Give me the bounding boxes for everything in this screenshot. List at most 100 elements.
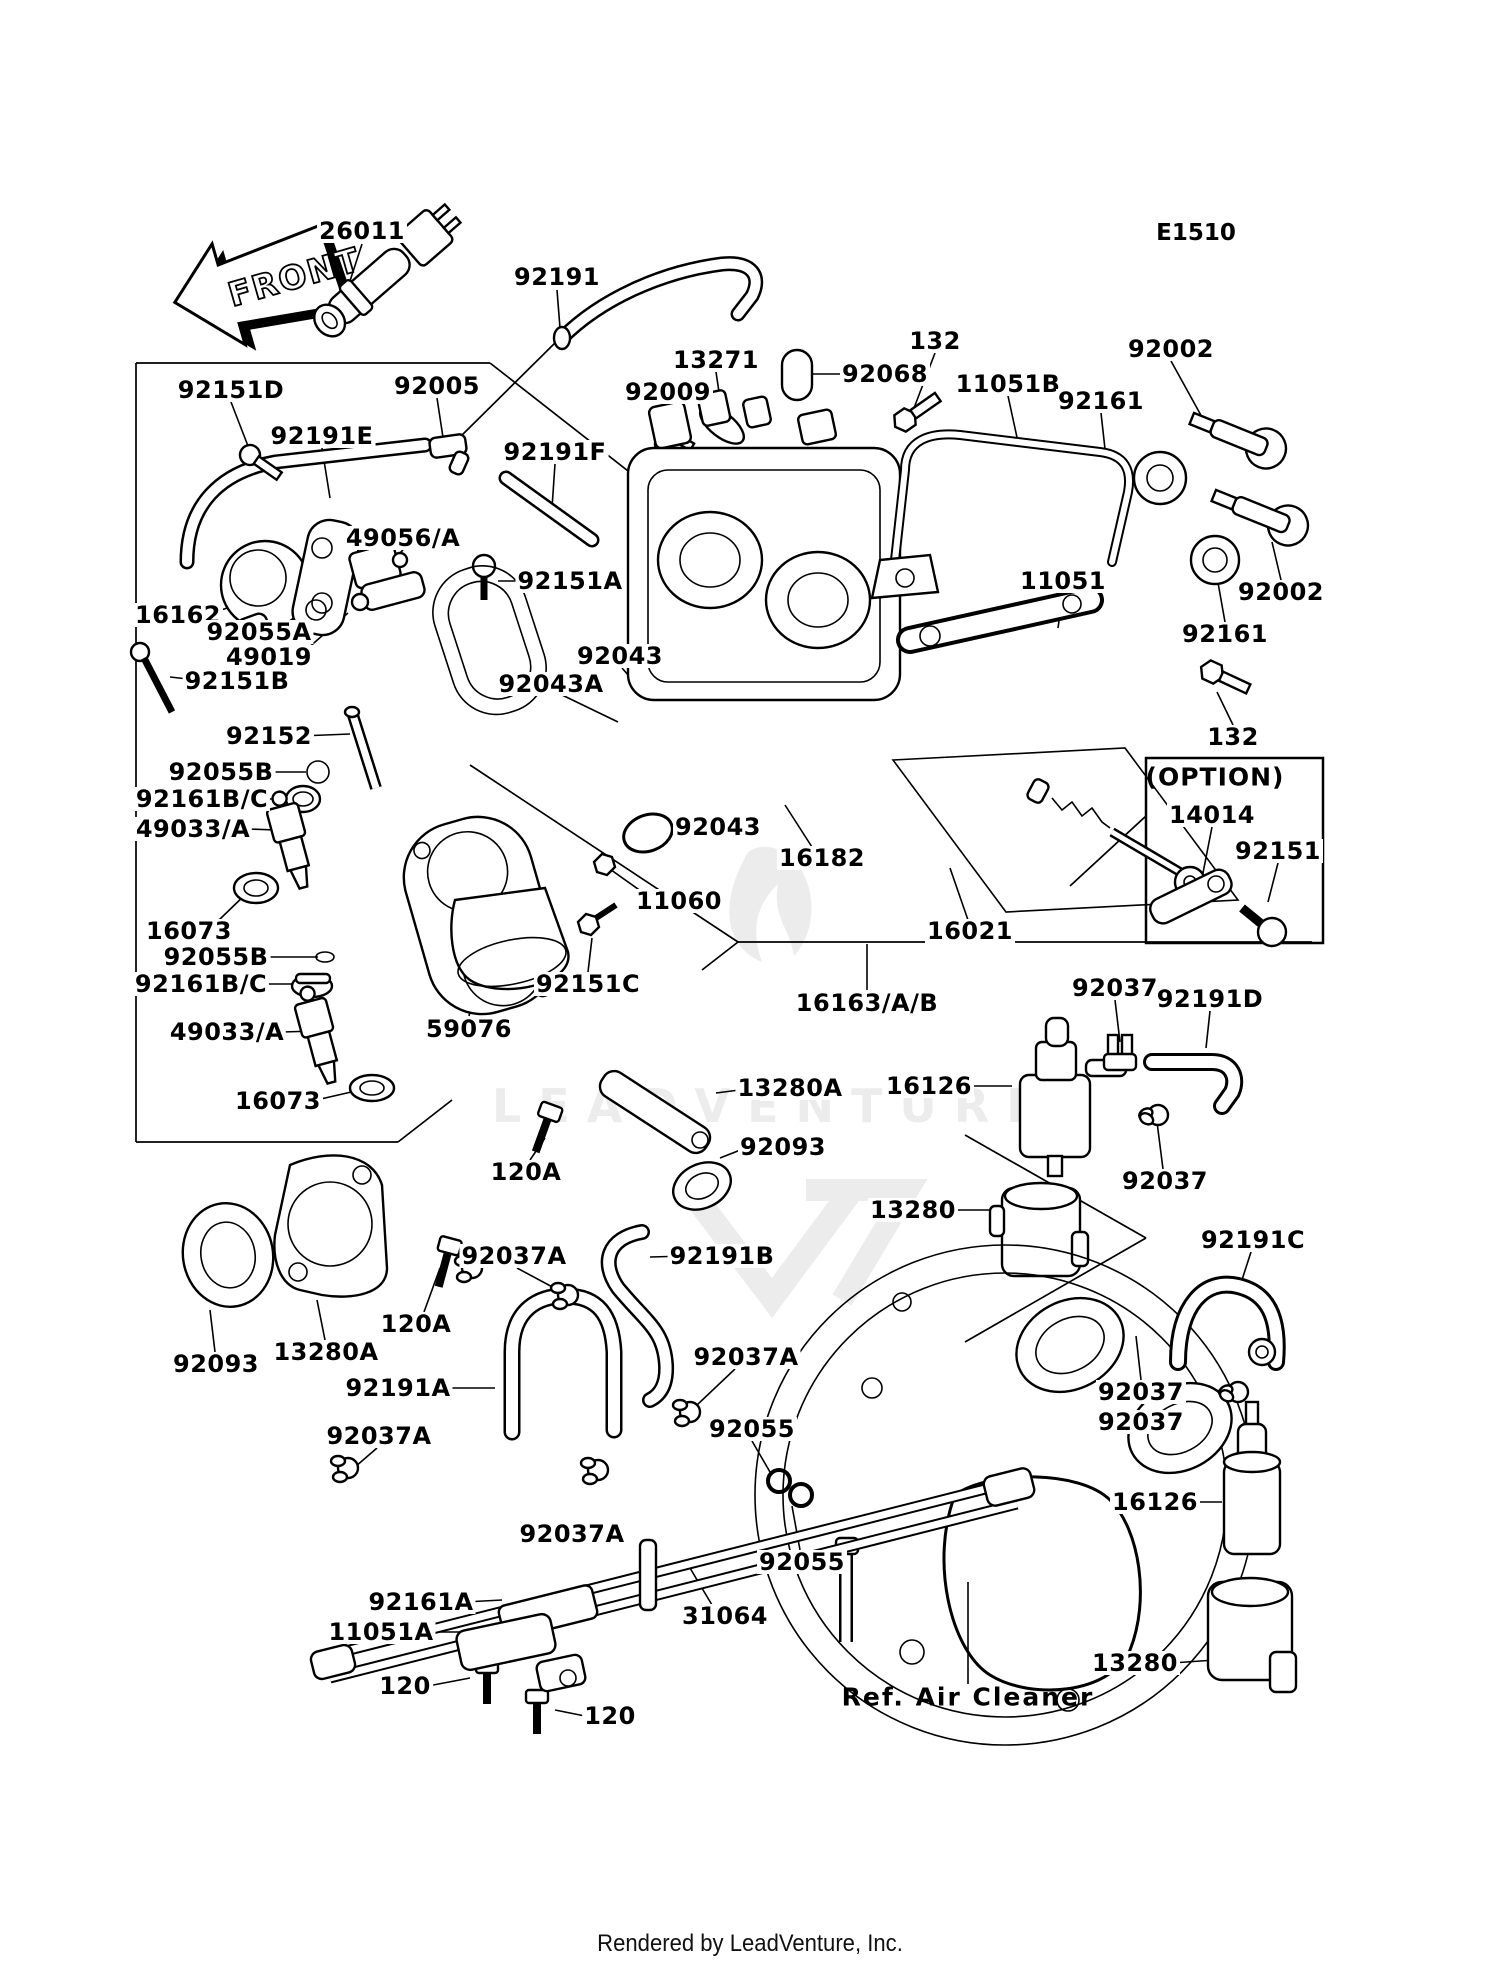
part-label-92043: 92043: [575, 642, 665, 670]
part-label-16021: 16021: [925, 917, 1015, 945]
part-label-49056-a: 49056/A: [343, 524, 463, 552]
hose-92191F-art: [498, 470, 600, 548]
part-label-16182: 16182: [777, 844, 867, 872]
part-label-13280: 13280: [868, 1196, 958, 1224]
part-label-92191d: 92191D: [1154, 985, 1266, 1013]
part-label-13280: 13280: [1090, 1649, 1180, 1677]
throttle-stop-16021-art: [1026, 778, 1207, 899]
part-label-49033-a: 49033/A: [133, 815, 253, 843]
part-label-14014: 14014: [1167, 801, 1257, 829]
footer-credit: Rendered by LeadVenture, Inc.: [597, 1930, 903, 1957]
part-label-16163-a-b: 16163/A/B: [793, 989, 941, 1017]
part-label-92037: 92037: [1096, 1408, 1186, 1436]
part-label-92161: 92161: [1056, 387, 1146, 415]
part-label-16073: 16073: [233, 1087, 323, 1115]
holder-13280-art: [988, 1181, 1090, 1278]
pump-16126-2-art: [1206, 1380, 1298, 1694]
part-label-92151d: 92151D: [175, 376, 287, 404]
part-label-49033-a: 49033/A: [167, 1018, 287, 1046]
part-label-59076: 59076: [424, 1015, 514, 1043]
ref-air-cleaner-label: Ref. Air Cleaner: [841, 1682, 1095, 1712]
part-label-92055b: 92055B: [166, 758, 276, 786]
part-label-11060: 11060: [634, 887, 724, 915]
knurled-bolts-art: [434, 1100, 564, 1734]
part-label-92037: 92037: [1070, 974, 1160, 1002]
intake-funnel-59076-art: [450, 886, 570, 991]
part-label-92055b: 92055B: [161, 943, 271, 971]
part-label-120: 120: [582, 1702, 638, 1730]
part-label-16126: 16126: [884, 1072, 974, 1100]
part-label-92068: 92068: [840, 360, 930, 388]
hose-92191A-art: [503, 1287, 623, 1441]
part-label-92037a: 92037A: [691, 1343, 801, 1371]
part-label-49019: 49019: [224, 643, 314, 671]
part-label-92037a: 92037A: [324, 1422, 434, 1450]
cable-bracket-13280A-art: [598, 1069, 732, 1211]
part-label-92151a: 92151A: [515, 567, 625, 595]
part-label-92055: 92055: [757, 1548, 847, 1576]
part-label-92151b: 92151B: [182, 667, 292, 695]
part-label-132: 132: [1205, 723, 1261, 751]
part-label-13280a: 13280A: [735, 1074, 845, 1102]
part-label-92191b: 92191B: [667, 1242, 777, 1270]
part-label-11051: 11051: [1018, 567, 1108, 595]
part-label-92191: 92191: [512, 263, 602, 291]
part-label-92151c: 92151C: [533, 970, 643, 998]
solenoid-16126-art: [1018, 1016, 1138, 1178]
part-label-92152: 92152: [224, 722, 314, 750]
part-label-11051b: 11051B: [953, 370, 1063, 398]
hose-92191C-art: [1169, 1275, 1286, 1371]
option-parts-art: [1149, 868, 1288, 948]
part-label-92043: 92043: [673, 813, 763, 841]
part-label-31064: 31064: [680, 1602, 770, 1630]
part-label-92002: 92002: [1236, 578, 1326, 606]
grommets-bolts-right-art: [893, 391, 1310, 696]
part-label-92005: 92005: [392, 372, 482, 400]
part-label-92093: 92093: [171, 1350, 261, 1378]
part-label-92037: 92037: [1120, 1167, 1210, 1195]
bracket-11051-art: [896, 586, 1104, 654]
part-label-92161b-c: 92161B/C: [133, 785, 271, 813]
part-label-92002: 92002: [1126, 335, 1216, 363]
part-label-92093: 92093: [738, 1133, 828, 1161]
part-label-92191a: 92191A: [343, 1374, 453, 1402]
part-label-16126: 16126: [1110, 1488, 1200, 1516]
gasket-92043-art: [432, 565, 547, 716]
part-label-92043a: 92043A: [496, 670, 606, 698]
throttle-body-art: [626, 389, 902, 702]
part-label-92191f: 92191F: [501, 438, 609, 466]
part-label-92151: 92151: [1233, 837, 1323, 865]
elbow-92191D-art: [1138, 1053, 1244, 1127]
part-label-92055a: 92055A: [204, 618, 314, 646]
throttle-stop-group-box: [891, 747, 1240, 913]
bracket-49056-art: [348, 542, 497, 612]
oring-92043-art: [622, 812, 674, 854]
fuel-pipe-31064-art: [309, 1467, 1036, 1684]
part-label-120a: 120A: [378, 1310, 454, 1338]
plate-13280A-2-art: [181, 1154, 389, 1309]
part-label-132: 132: [907, 327, 963, 355]
part-label-120a: 120A: [488, 1158, 564, 1186]
sensor-26011-art: [313, 202, 463, 338]
hose-92191-art: [552, 256, 764, 351]
part-label-92191c: 92191C: [1198, 1226, 1308, 1254]
part-label-92191e: 92191E: [268, 422, 376, 450]
drawing-code: E1510: [1156, 220, 1236, 246]
part-label-16073: 16073: [144, 917, 234, 945]
hose-92191B-art: [600, 1224, 675, 1408]
part-label-120: 120: [377, 1672, 433, 1700]
part-label-26011: 26011: [317, 217, 407, 245]
part-label-92055: 92055: [707, 1415, 797, 1443]
part-label-11051a: 11051A: [326, 1618, 436, 1646]
option-label: (OPTION): [1145, 762, 1285, 792]
part-label-92037: 92037: [1096, 1378, 1186, 1406]
injector-seals-art: [232, 760, 396, 1103]
part-label-92161a: 92161A: [366, 1588, 476, 1616]
part-label-13271: 13271: [671, 346, 761, 374]
fuel-rail-92152-art: [343, 705, 382, 790]
bracket-11051B-art: [870, 429, 1134, 600]
part-label-92161: 92161: [1180, 620, 1270, 648]
orings-92055-art: [766, 1468, 814, 1508]
